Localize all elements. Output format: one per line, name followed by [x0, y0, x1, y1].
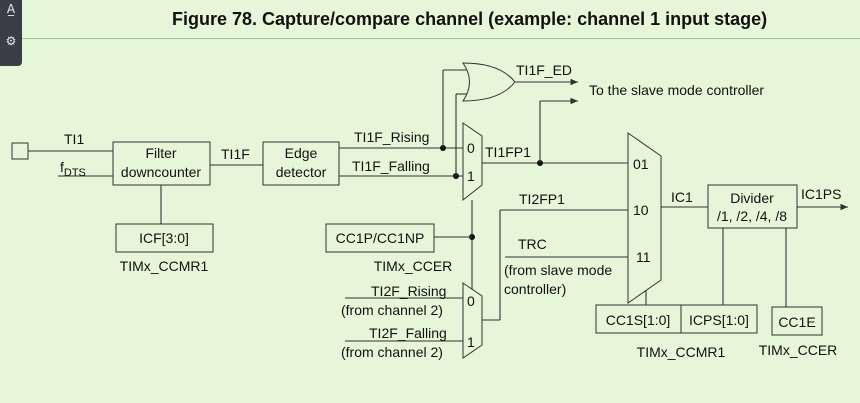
fdts-label: fDTS	[60, 159, 86, 179]
ti1-input-pin	[11, 142, 29, 160]
ti1f-label: TI1F	[221, 146, 250, 162]
ti2f-falling-src: (from channel 2)	[341, 344, 443, 360]
edge-detector-block	[262, 141, 340, 186]
ti1f-ed-label: TI1F_ED	[516, 62, 572, 78]
m2-in1: 1	[467, 334, 475, 350]
edge-label-1: Edge	[285, 145, 318, 161]
m1-in0: 0	[467, 140, 475, 156]
input-select-mux	[627, 132, 662, 304]
m2-in0: 0	[467, 293, 475, 309]
divider-label-1: Divider	[730, 190, 774, 206]
filter-downcounter-block	[112, 141, 211, 186]
icf-register-block	[115, 223, 214, 253]
divider-block	[707, 184, 798, 229]
fdts-main: f	[60, 159, 64, 175]
icps-label: ICPS[1:0]	[689, 312, 749, 328]
m3-in10: 10	[633, 202, 649, 218]
ti1f-rising-label: TI1F_Rising	[354, 129, 429, 145]
or-gate	[462, 62, 516, 102]
ccmr1-label-b: TIMx_CCMR1	[637, 344, 726, 360]
figure-title: Figure 78. Capture/compare channel (exam…	[172, 9, 768, 29]
slave-mode-label: To the slave mode controller	[589, 82, 764, 98]
cc1e-register-block	[771, 306, 823, 336]
fdts-sub: DTS	[64, 167, 86, 179]
figure-title-bar: Figure 78. Capture/compare channel (exam…	[0, 0, 860, 39]
ti1fp1-label: TI1FP1	[485, 144, 531, 160]
translate-icon[interactable]: ⚙	[5, 34, 17, 48]
text-select-icon[interactable]: A̲	[6, 2, 16, 16]
icf-label: ICF[3:0]	[139, 230, 189, 246]
m3-in01: 01	[633, 156, 649, 172]
ti2f-rising-src: (from channel 2)	[341, 302, 443, 318]
trc-label: TRC	[518, 236, 547, 252]
ic1ps-label: IC1PS	[801, 186, 841, 202]
ti1-label: TI1	[64, 131, 84, 147]
cc1p-register-block	[325, 223, 435, 253]
ic1-label: IC1	[671, 189, 693, 205]
divider-label-2: /1, /2, /4, /8	[717, 208, 787, 224]
m3-in11: 11	[636, 249, 651, 265]
cc1e-label: CC1E	[778, 314, 815, 330]
trc-note-1: (from slave mode	[504, 262, 612, 278]
ccer-label-b: TIMx_CCER	[759, 342, 838, 358]
filter-label-1: Filter	[145, 145, 176, 161]
ti2f-rising-label: TI2F_Rising	[371, 283, 446, 299]
icps-register-block	[680, 304, 758, 334]
cc1s-label: CC1S[1:0]	[606, 312, 671, 328]
edge-label-2: detector	[276, 164, 327, 180]
floating-toolbar: A̲ ⚙	[0, 0, 22, 66]
cc1p-label: CC1P/CC1NP	[336, 230, 425, 246]
filter-label-2: downcounter	[121, 164, 202, 180]
polarity-mux-2	[462, 282, 483, 359]
trc-note-2: controller)	[504, 281, 566, 297]
ti1f-falling-label: TI1F_Falling	[352, 158, 430, 174]
ccer-label-a: TIMx_CCER	[374, 258, 453, 274]
polarity-mux-1	[462, 122, 483, 202]
ti2f-falling-label: TI2F_Falling	[369, 325, 447, 341]
ccmr1-label-a: TIMx_CCMR1	[120, 258, 209, 274]
m1-in1: 1	[467, 168, 475, 184]
ti2fp1-label: TI2FP1	[519, 191, 565, 207]
